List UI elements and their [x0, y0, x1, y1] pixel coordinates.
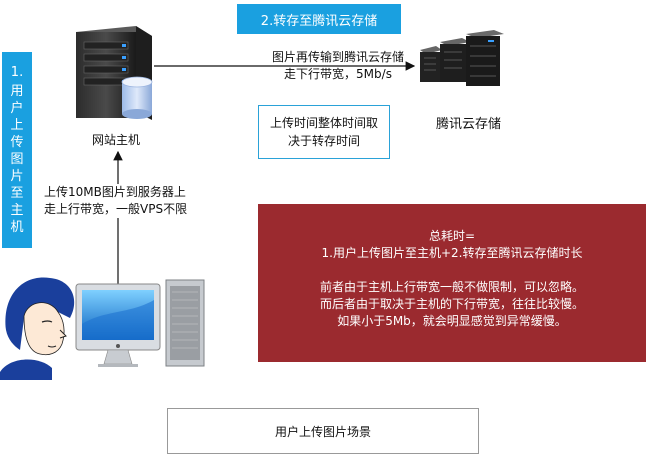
server-rack-icon: [420, 30, 504, 86]
summary-line5: 如果小于5Mb，就会明显感觉到异常缓慢。: [337, 314, 567, 328]
note-line2: 决于转存时间: [287, 134, 360, 148]
summary-line3: 前者由于主机上行带宽一般不做限制，可以忽略。: [319, 280, 584, 294]
transfer-label-line1: 图片再传输到腾讯云存储: [271, 50, 404, 64]
footer-box: 用户上传图片场景: [167, 408, 479, 454]
summary-line1: 总耗时=: [428, 229, 476, 243]
summary-line2: 1.用户上传图片至主机+2.转存至腾讯云存储时长: [321, 246, 583, 260]
tower-pc-icon: [165, 279, 205, 367]
web-host-label: 网站主机: [92, 133, 141, 147]
step2-banner: 2.转存至腾讯云存储: [237, 4, 401, 34]
summary-line4: 而后者由于取决于主机的下行带宽，往往比较慢。: [319, 297, 584, 311]
transfer-label-line2: 走下行带宽，5Mb/s: [284, 67, 392, 81]
step1-text: 用户上传图片至主机: [10, 84, 24, 235]
step1-banner: 1. 用户上传图片至主机: [2, 52, 32, 248]
monitor-icon: [75, 283, 161, 367]
step2-label: 2.转存至腾讯云存储: [260, 13, 378, 29]
upload-label-line2: 走上行带宽，一般VPS不限: [44, 202, 188, 216]
footer-title: 用户上传图片场景: [274, 424, 371, 439]
summary-panel: 总耗时= 1.用户上传图片至主机+2.转存至腾讯云存储时长 前者由于主机上行带宽…: [258, 204, 646, 362]
step1-number: 1.: [10, 65, 24, 80]
user-face-icon: [0, 277, 75, 380]
transfer-label: 图片再传输到腾讯云存储 走下行带宽，5Mb/s: [258, 49, 418, 83]
upload-label: 上传10MB图片到服务器上 走上行带宽，一般VPS不限: [44, 184, 214, 218]
note-box: 上传时间整体时间取 决于转存时间: [258, 105, 390, 159]
upload-label-line1: 上传10MB图片到服务器上: [44, 185, 186, 199]
database-icon: [121, 76, 153, 119]
note-line1: 上传时间整体时间取: [269, 116, 378, 130]
cloud-label: 腾讯云存储: [436, 117, 502, 132]
